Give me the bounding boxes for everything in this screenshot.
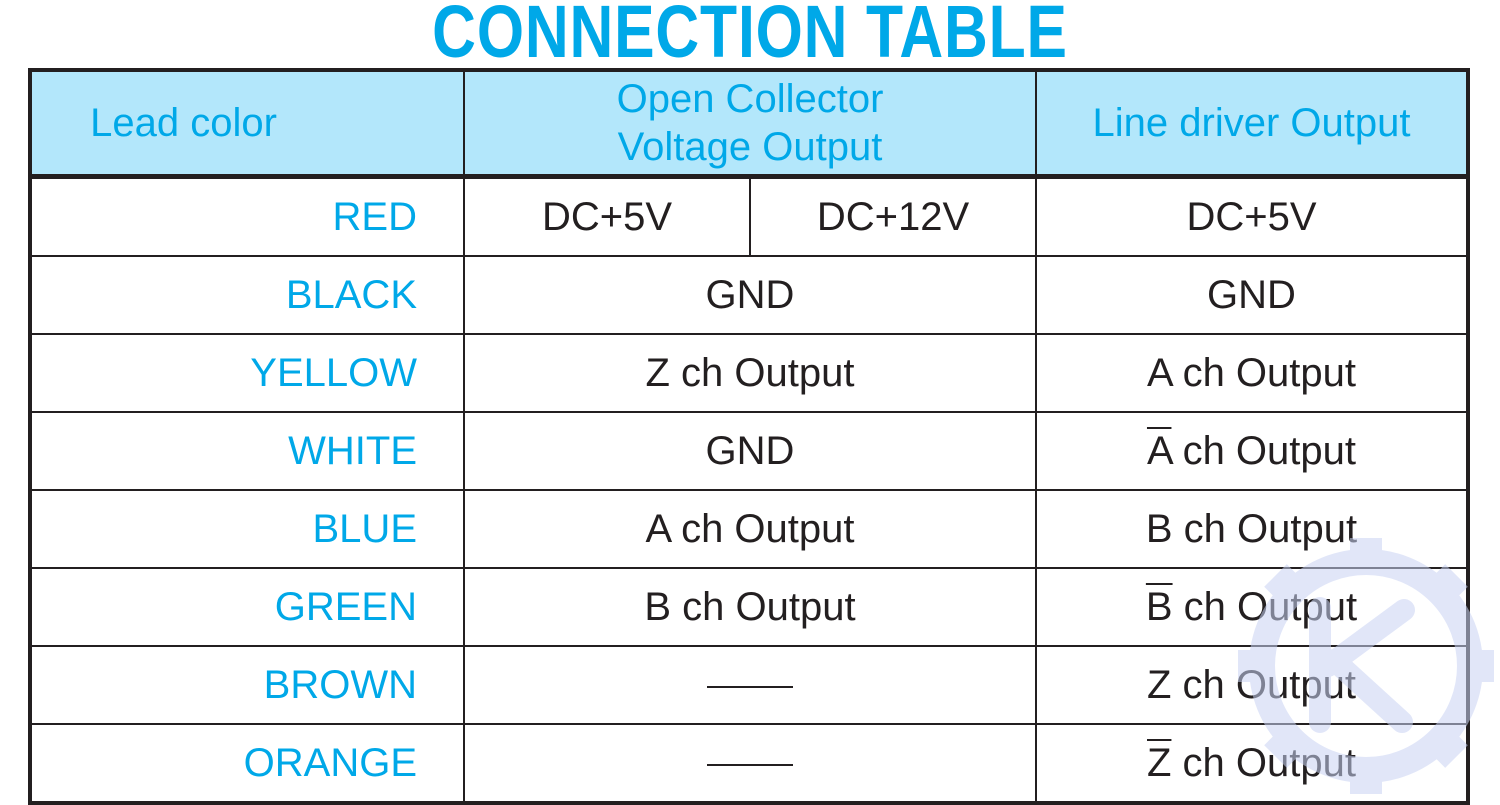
line-driver-cell: B ch Output: [1035, 567, 1469, 647]
empty-dash: [707, 685, 793, 688]
header-open-collector: Open Collector Voltage Output: [463, 69, 1037, 179]
line-driver-text: ch Output: [1171, 428, 1357, 473]
header-open-collector-line2: Voltage Output: [617, 125, 883, 169]
open-collector-cell: A ch Output: [463, 489, 1037, 569]
header-line-driver: Line driver Output: [1035, 69, 1469, 179]
table-row: BLACK GND GND: [29, 255, 1469, 335]
open-collector-cell: GND: [463, 255, 1037, 335]
line-driver-text: ch Output: [1172, 584, 1358, 629]
page-title: CONNECTION TABLE: [432, 0, 1068, 73]
overlined-channel-letter: A: [1146, 428, 1172, 473]
line-driver-cell: DC+5V: [1035, 175, 1469, 257]
table-row: BROWN Z ch Output: [29, 645, 1469, 725]
lead-color-cell: BROWN: [29, 645, 465, 725]
lead-color-cell: YELLOW: [29, 333, 465, 413]
open-collector-cell: GND: [463, 411, 1037, 491]
empty-dash: [707, 763, 793, 766]
line-driver-cell: A ch Output: [1035, 333, 1469, 413]
lead-color-cell: WHITE: [29, 411, 465, 491]
line-driver-cell: Z ch Output: [1035, 723, 1469, 804]
line-driver-cell: GND: [1035, 255, 1469, 335]
line-driver-text: ch Output: [1171, 740, 1356, 785]
open-collector-12v-cell: DC+12V: [749, 175, 1037, 257]
open-collector-cell: [463, 645, 1037, 725]
open-collector-cell: [463, 723, 1037, 804]
open-collector-5v-cell: DC+5V: [463, 175, 751, 257]
line-driver-cell: Z ch Output: [1035, 645, 1469, 725]
lead-color-cell: BLUE: [29, 489, 465, 569]
table-row: YELLOW Z ch Output A ch Output: [29, 333, 1469, 413]
lead-color-cell: GREEN: [29, 567, 465, 647]
header-lead-color: Lead color: [29, 69, 465, 179]
open-collector-cell: Z ch Output: [463, 333, 1037, 413]
lead-color-cell: RED: [29, 175, 465, 257]
lead-color-cell: ORANGE: [29, 723, 465, 804]
open-collector-cell: B ch Output: [463, 567, 1037, 647]
table-header-row: Lead color Open Collector Voltage Output…: [29, 69, 1469, 179]
line-driver-cell: A ch Output: [1035, 411, 1469, 491]
table-row: ORANGE Z ch Output: [29, 723, 1469, 804]
table-row: BLUE A ch Output B ch Output: [29, 489, 1469, 569]
header-open-collector-line1: Open Collector: [616, 77, 884, 121]
overlined-channel-letter: Z: [1147, 740, 1172, 785]
line-driver-cell: B ch Output: [1035, 489, 1469, 569]
lead-color-cell: BLACK: [29, 255, 465, 335]
table-row: WHITE GND A ch Output: [29, 411, 1469, 491]
table-row: GREEN B ch Output B ch Output: [29, 567, 1469, 647]
table-row: RED DC+5V DC+12V DC+5V: [29, 175, 1469, 257]
overlined-channel-letter: B: [1145, 584, 1173, 629]
connection-table: Lead color Open Collector Voltage Output…: [28, 68, 1470, 805]
